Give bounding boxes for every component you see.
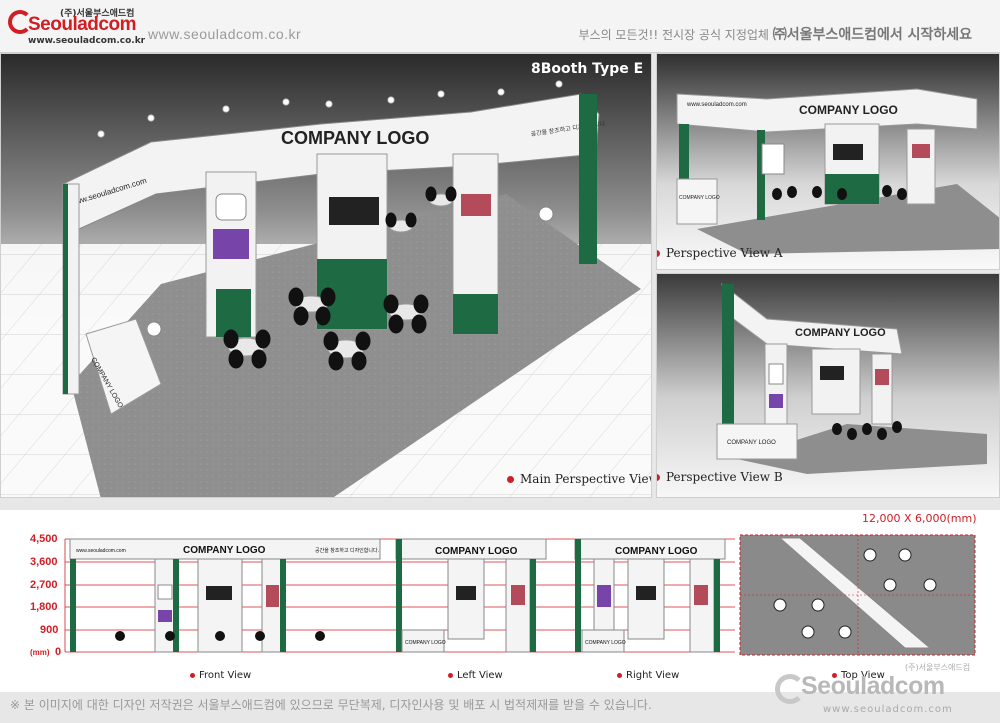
swirl-icon <box>8 10 32 34</box>
level-0: 0 <box>55 646 62 658</box>
right-view-caption: Right View <box>617 670 679 681</box>
left-view-caption: Left View <box>448 670 503 681</box>
front-view-caption: Front View <box>190 670 251 681</box>
view-a-caption: Perspective View A <box>657 246 783 260</box>
header: (주)서울부스애드컴 Seouladcom www.seouladcom.co.… <box>0 0 1000 53</box>
swirl-icon <box>775 674 805 704</box>
front-logo: COMPANY LOGO <box>183 545 266 556</box>
dimension-label: 12,000 X 6,000(mm) <box>862 512 977 525</box>
right-counter: COMPANY LOGO <box>585 640 626 646</box>
view-a-counter: COMPANY LOGO <box>679 195 720 201</box>
logo-url: www.seouladcom.co.kr <box>28 36 146 46</box>
top-view-caption: Top View <box>832 670 885 681</box>
watermark-korean: (주)서울부스애드컴 <box>905 663 971 672</box>
view-a-url: www.seouladcom.com <box>686 102 747 108</box>
bullet-icon <box>617 672 622 678</box>
level-1800: 1,800 <box>30 601 58 613</box>
tagline: 부스의 모든것!! 전시장 공식 지정업체 ㈜서울부스애드컴에서 시작하세요 <box>578 27 972 43</box>
bullet-icon <box>190 672 195 678</box>
bullet-icon <box>657 250 660 257</box>
view-b-logo: COMPANY LOGO <box>795 327 886 339</box>
front-url: www.seouladcom.com <box>76 548 126 554</box>
perspective-a-panel: COMPANY LOGO www.seouladcom.com COMPANY … <box>656 53 1000 270</box>
bullet-icon <box>507 476 514 483</box>
view-b-counter: COMPANY LOGO <box>727 440 776 446</box>
logo-brand: Seouladcom <box>28 14 136 35</box>
left-counter: COMPANY LOGO <box>405 640 446 646</box>
bullet-icon <box>832 672 837 678</box>
watermark-url: www.seouladcom.com <box>823 704 953 715</box>
level-4500: 4,500 <box>30 533 58 545</box>
main-caption: Main Perspective View <box>507 472 651 486</box>
main-perspective-panel: COMPANY LOGO www.seouladcom.com 공간을 창조하고… <box>0 53 652 498</box>
bullet-icon <box>657 474 660 481</box>
main-booth-render: COMPANY LOGO www.seouladcom.com 공간을 창조하고… <box>1 54 651 497</box>
perspective-a-render: COMPANY LOGO www.seouladcom.com COMPANY … <box>657 54 999 269</box>
bullet-icon <box>448 672 453 678</box>
logo-korean-name: (주)서울부스애드컴 <box>60 9 135 19</box>
watermark-brand: Seouladcom <box>801 672 945 700</box>
view-b-caption: Perspective View B <box>657 470 783 484</box>
front-side: 공간을 창조하고 디자인합니다. <box>315 547 379 554</box>
right-logo: COMPANY LOGO <box>615 546 698 557</box>
unit-label: (mm) <box>30 648 50 657</box>
view-a-logo: COMPANY LOGO <box>799 103 898 117</box>
level-3600: 3,600 <box>30 556 58 568</box>
main-logo-text: COMPANY LOGO <box>281 128 429 148</box>
perspective-b-render: COMPANY LOGO COMPANY LOGO <box>657 274 999 497</box>
level-2700: 2,700 <box>30 579 58 591</box>
site-url[interactable]: www.seouladcom.co.kr <box>148 26 302 42</box>
perspective-b-panel: COMPANY LOGO COMPANY LOGO Perspective Vi… <box>656 273 1000 498</box>
left-logo: COMPANY LOGO <box>435 546 518 557</box>
level-900: 900 <box>40 624 59 636</box>
main-title: 8Booth Type E <box>531 61 644 77</box>
elevation-drawings: COMPANY LOGO www.seouladcom.com 공간을 창조하고… <box>64 534 976 656</box>
copyright-notice: ※ 본 이미지에 대한 디자인 저작권은 서울부스애드컴에 있으므로 무단복제,… <box>10 698 652 712</box>
